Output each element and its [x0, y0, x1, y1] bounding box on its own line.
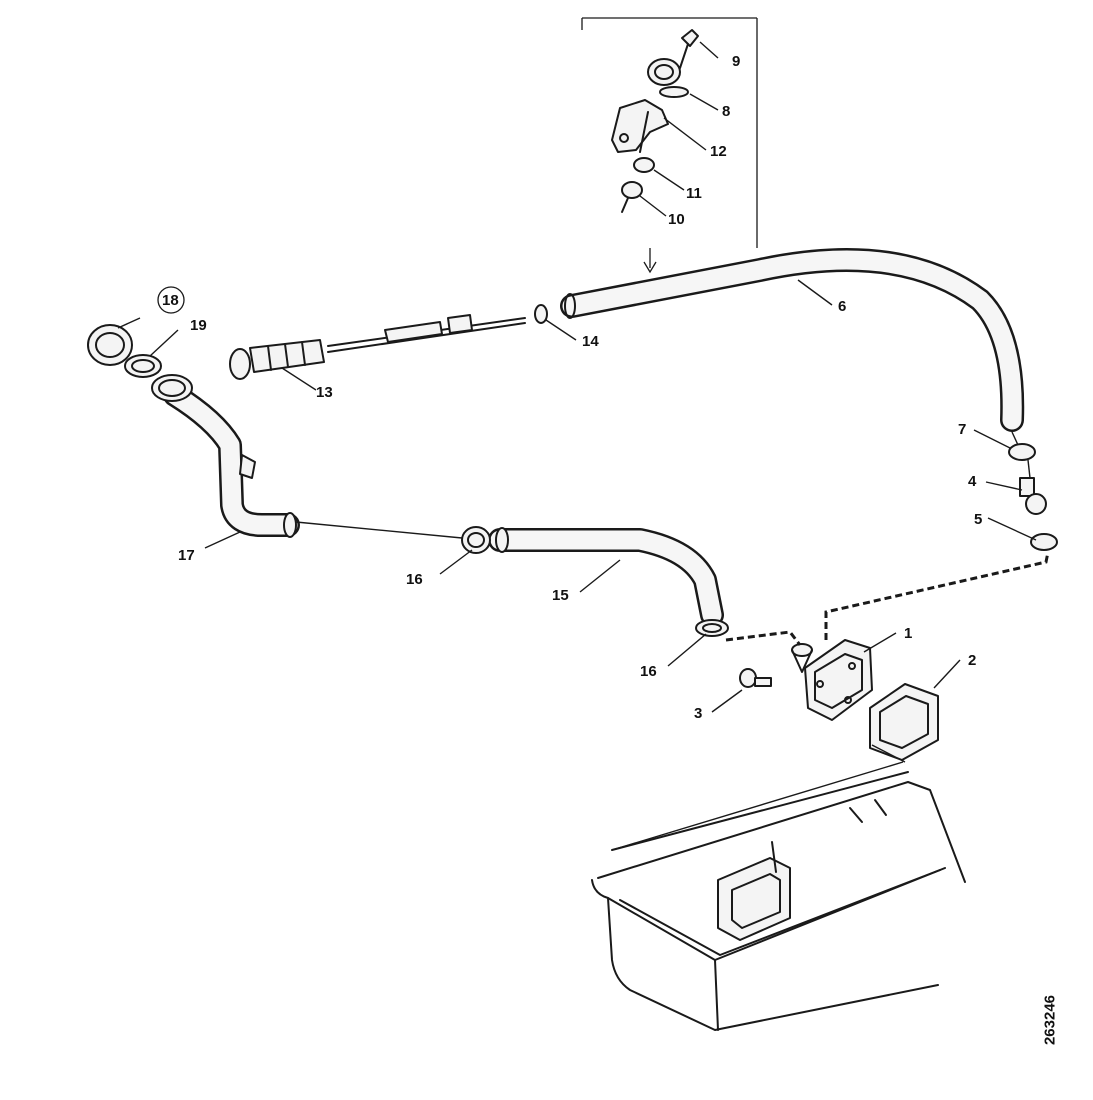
label-part-5: 5: [974, 511, 982, 528]
assembly-lines: [295, 431, 1050, 851]
label-part-2: 2: [968, 652, 976, 669]
dipstick-13: [229, 304, 548, 380]
label-part-17: 17: [178, 547, 195, 564]
part-labels: 1 2 3 4 5 6 7 8 9 10 11 12 13 14 15 16 1…: [162, 53, 982, 722]
inset-frame: [581, 17, 758, 274]
label-part-15: 15: [552, 587, 569, 604]
label-part-13: 13: [316, 384, 333, 401]
reference-code: 263246: [1020, 975, 1080, 1065]
label-part-14: 14: [582, 333, 599, 350]
filler-tube-17: [87, 324, 300, 538]
label-part-10: 10: [668, 211, 685, 228]
label-part-19: 19: [190, 317, 207, 334]
label-part-11: 11: [686, 185, 702, 202]
oil-pump-housing: [739, 639, 939, 761]
clamp-assembly: [611, 29, 699, 213]
label-part-4: 4: [968, 473, 977, 490]
label-part-8: 8: [722, 103, 730, 120]
label-part-9: 9: [732, 53, 740, 70]
oil-pan: [591, 771, 966, 1031]
reference-code-text: 263246: [1041, 994, 1059, 1046]
label-part-16a: 16: [406, 571, 423, 588]
fittings-4-5-7: [1008, 443, 1058, 551]
label-circle: [157, 286, 185, 314]
tube-6: [560, 248, 1025, 432]
label-part-18: 18: [162, 292, 179, 309]
label-part-6: 6: [838, 298, 846, 315]
leader-lines: [117, 41, 1037, 713]
tube-15: [461, 526, 729, 637]
label-part-3: 3: [694, 705, 702, 722]
label-part-1: 1: [904, 625, 912, 642]
label-part-12: 12: [710, 143, 727, 160]
label-part-7: 7: [958, 421, 966, 438]
label-part-16b: 16: [640, 663, 657, 680]
